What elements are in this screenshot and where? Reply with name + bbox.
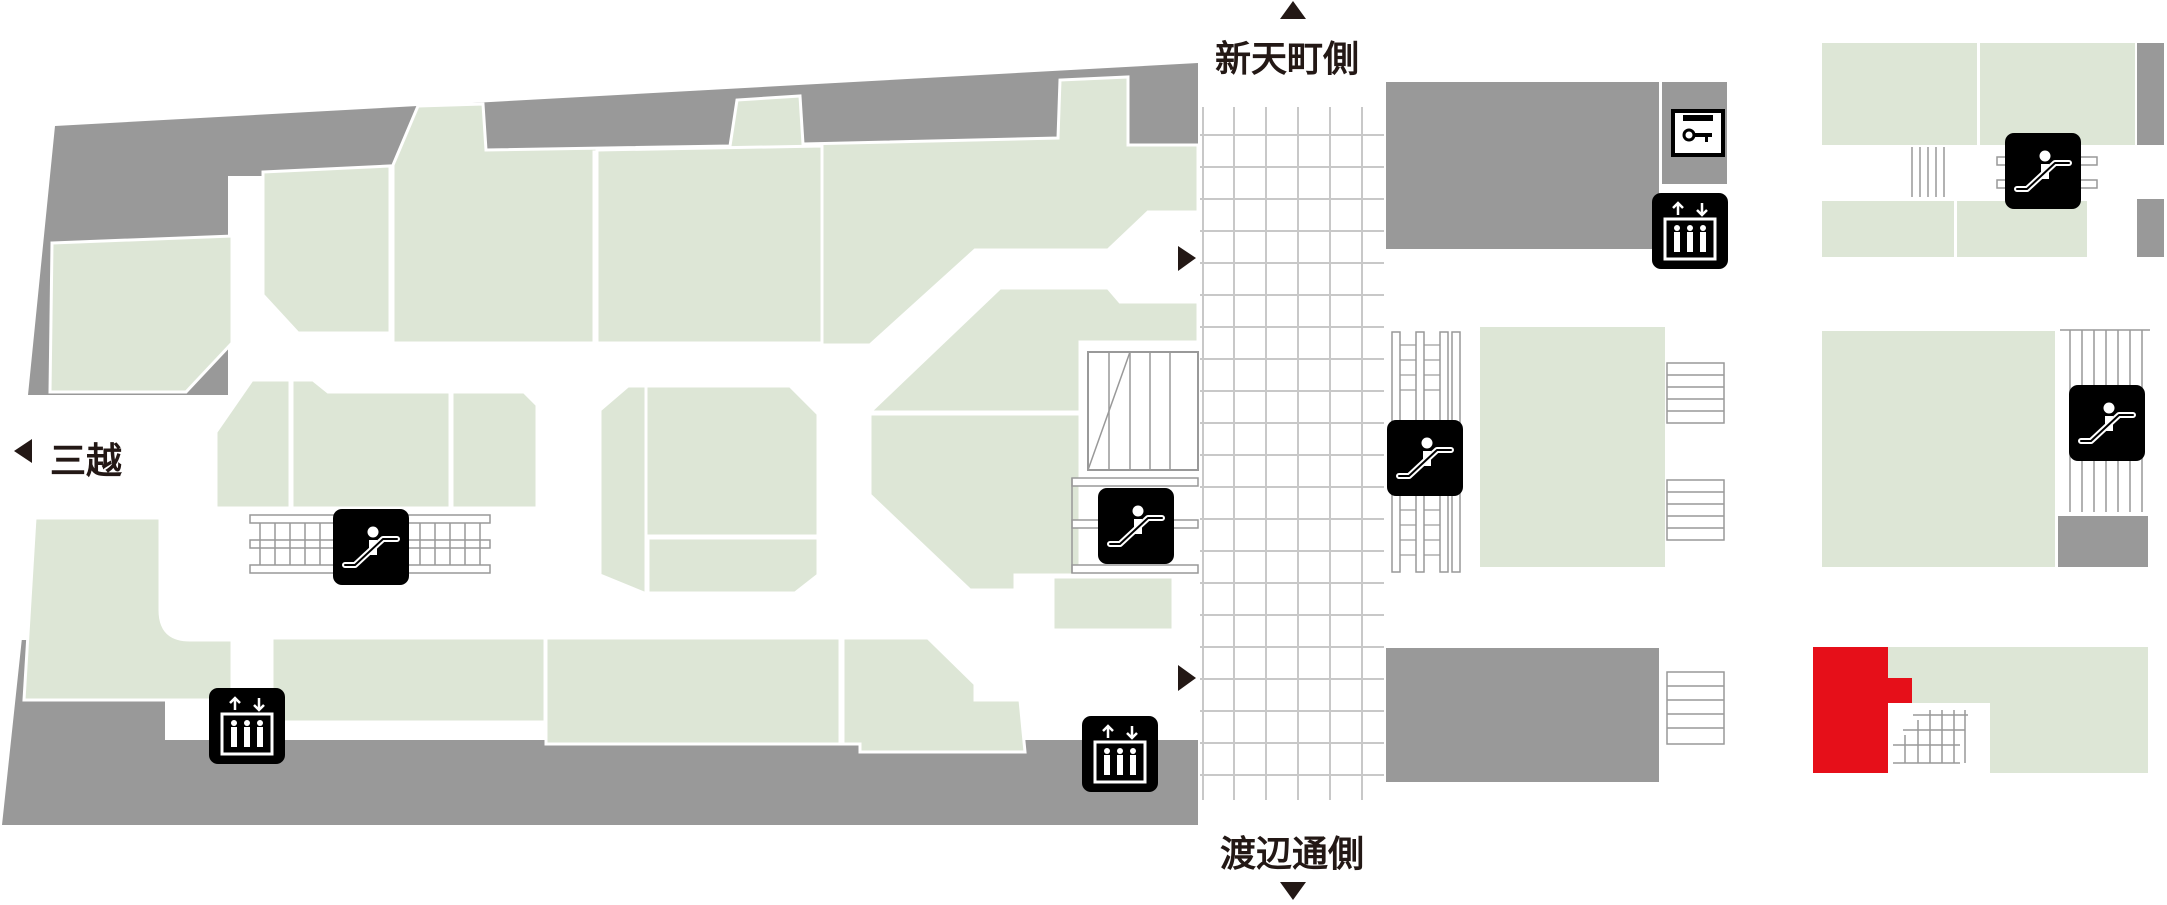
far-right-building: [1813, 43, 2164, 773]
elevator-icon: [1080, 714, 1160, 794]
shop: [841, 636, 1027, 754]
shop: [1888, 647, 2148, 773]
shop: [544, 636, 842, 746]
current-location: [1813, 647, 1912, 773]
shop: [868, 412, 1082, 592]
shop: [1822, 201, 1954, 257]
service-area: [1386, 648, 1659, 782]
shop: [270, 636, 547, 724]
service-area: [2137, 43, 2164, 145]
shop: [214, 378, 292, 510]
escalator-icon: [1098, 488, 1174, 564]
service-area: [2058, 516, 2148, 567]
shop: [866, 286, 1200, 414]
shop: [1051, 575, 1175, 632]
west-arrow: [14, 439, 32, 463]
elevator-icon: [1650, 191, 1730, 271]
shop: [48, 234, 234, 394]
shop: [1980, 43, 2135, 145]
service-area: [2137, 199, 2164, 257]
shop: [450, 390, 539, 510]
shop: [1480, 327, 1665, 567]
west-label: 三越: [50, 441, 123, 482]
shop: [646, 536, 820, 595]
shop: [22, 516, 234, 702]
left-building: [2, 63, 1200, 825]
shop: [261, 164, 392, 335]
coin-locker-icon: [1671, 109, 1725, 157]
shop: [290, 378, 452, 510]
central-passage: [1200, 107, 1384, 800]
shop: [1957, 201, 2087, 257]
escalator-icon: [2005, 133, 2081, 209]
north-label: 新天町側: [1215, 39, 1360, 80]
shop: [595, 144, 824, 345]
escalator-icon: [2069, 385, 2145, 461]
shop: [644, 384, 820, 538]
shop: [1822, 43, 1977, 145]
escalator-icon: [333, 509, 409, 585]
entrance-arrow: [1178, 246, 1196, 271]
shop: [1822, 331, 2055, 567]
escalator-icon: [1387, 420, 1463, 496]
entrance-arrow: [1178, 665, 1196, 691]
north-arrow: [1280, 1, 1306, 19]
stairs: [1087, 351, 1199, 471]
shop: [391, 75, 1200, 347]
south-label: 渡辺通側: [1220, 834, 1365, 875]
service-area: [1386, 82, 1659, 249]
elevator-icon: [207, 686, 287, 766]
south-arrow: [1280, 882, 1306, 900]
shop: [598, 384, 648, 595]
